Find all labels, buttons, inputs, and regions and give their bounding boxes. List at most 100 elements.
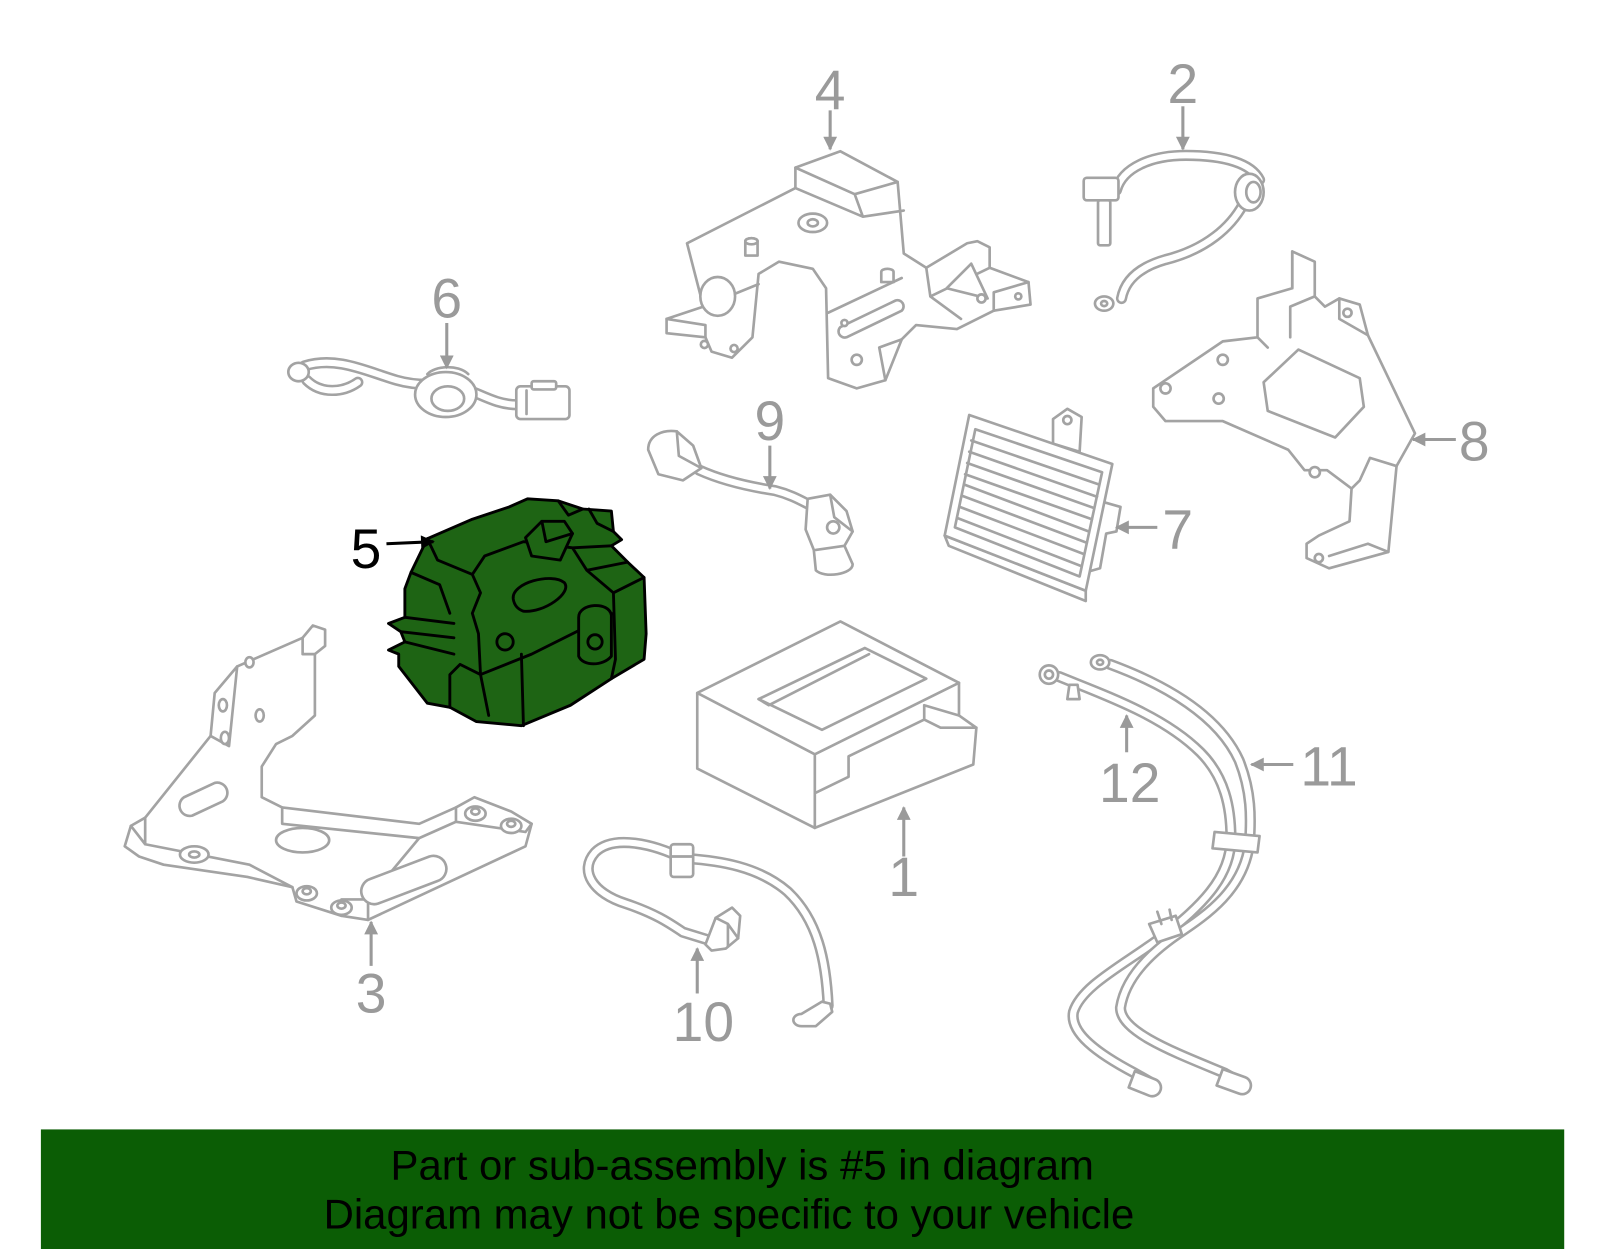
- part-3-hole: [217, 697, 229, 713]
- part-5-cap: [511, 577, 568, 613]
- part-11-cable-core: [1107, 661, 1254, 1085]
- part-11-clip-lower: [1147, 914, 1184, 944]
- part-4-hole: [699, 339, 710, 350]
- part-10-lead-core: [683, 855, 832, 1009]
- info-banner: Part or sub-assembly is #5 in diagram Di…: [40, 1129, 1565, 1249]
- part-3-hole: [219, 730, 231, 746]
- part-9-cable: [646, 429, 854, 577]
- part-2-cable-upper-core: [1113, 152, 1263, 194]
- part-2-connector: [1082, 176, 1120, 202]
- part-1-recess-edge: [757, 652, 871, 707]
- part-3-nut-center: [505, 819, 517, 829]
- part-12-bolt: [1066, 683, 1081, 701]
- info-banner-line-2: Diagram may not be specific to your vehi…: [324, 1191, 1135, 1238]
- callout-label-11: 11: [1300, 736, 1357, 798]
- part-4-boss-hole: [806, 217, 820, 228]
- callout-label-2: 2: [1168, 53, 1199, 115]
- part-12-cable-core: [1056, 673, 1234, 1085]
- part-3-nut-center: [469, 807, 481, 816]
- part-3-slot: [359, 854, 448, 906]
- part-9-connector-right-edge: [814, 493, 854, 552]
- part-12-ring-terminal-hole: [1043, 669, 1055, 680]
- part-4-slot: [837, 298, 905, 339]
- part-3-slot: [178, 781, 229, 818]
- part-4-large-hole: [698, 275, 737, 318]
- part-3-nut-center: [336, 901, 347, 910]
- part-7-tab-hole: [1061, 414, 1073, 426]
- part-12-end-terminal: [1127, 1069, 1163, 1098]
- part-4-stud-right: [879, 267, 895, 284]
- part-7-fins: [956, 439, 1101, 568]
- part-4-hole: [840, 318, 849, 328]
- part-1-module: [695, 620, 978, 830]
- part-6-loop-core: [303, 377, 361, 394]
- part-11-12-cables: [1038, 653, 1261, 1098]
- part-8-hole: [1216, 353, 1230, 367]
- part-10-connector: [704, 906, 742, 952]
- part-4-hole: [976, 293, 987, 304]
- part-11-ring-terminal-hole: [1095, 658, 1105, 667]
- callout-label-8: 8: [1459, 411, 1490, 473]
- part-3-large-hole: [274, 826, 331, 854]
- part-8-hole: [1313, 552, 1325, 564]
- callout-label-4: 4: [815, 59, 846, 121]
- part-8-detail-lines: [1256, 250, 1398, 558]
- part-10-connector-edge: [714, 916, 740, 948]
- part-5-mount-hole: [586, 633, 604, 651]
- part-9-connector-left: [646, 429, 703, 482]
- part-10-loop-core: [585, 839, 713, 944]
- part-9-connector-hole: [825, 519, 841, 535]
- part-9-connector-right: [804, 493, 854, 577]
- part-3-bracket: [123, 624, 533, 922]
- part-8-hole: [1212, 392, 1226, 406]
- part-6-connector-latch: [530, 379, 558, 391]
- callout-arrows: [364, 106, 1456, 994]
- part-5-outline: [387, 497, 648, 728]
- part-2-connector-post: [1096, 199, 1112, 247]
- part-4-hole: [1013, 292, 1023, 301]
- part-8-hole: [1159, 381, 1172, 395]
- part-4-hole: [729, 343, 739, 354]
- part-8-hole: [1342, 307, 1353, 319]
- callout-label-1: 1: [888, 846, 919, 908]
- part-11-end-terminal: [1215, 1067, 1253, 1096]
- part-10-lead-outline: [681, 852, 834, 1012]
- part-5-detail-lines: [399, 499, 646, 728]
- part-9-cable-core: [696, 467, 813, 508]
- part-6-connector: [514, 385, 571, 421]
- part-4-bracket: [665, 149, 1032, 390]
- part-8-bracket: [1151, 250, 1417, 570]
- part-11-clip-upper: [1211, 830, 1261, 854]
- part-4-stud-left-top: [743, 236, 759, 246]
- part-8-inner-panel: [1262, 348, 1366, 439]
- part-9-connector-left-edge: [675, 429, 703, 470]
- part-3-nut-center: [301, 886, 313, 896]
- part-1-edges: [695, 681, 978, 830]
- callout-arrow-5: [386, 535, 435, 550]
- part-2-cable-lower-core: [1118, 201, 1247, 302]
- part-10-clip: [669, 842, 695, 879]
- part-3-hole: [244, 655, 255, 669]
- callout-labels: 1 2 3 4 5 6 7 8 9 10 11 12: [351, 53, 1490, 1053]
- callout-label-12: 12: [1099, 752, 1160, 814]
- part-5-plug-edge: [540, 519, 574, 544]
- part-4-hole: [850, 353, 864, 367]
- part-12-cable-outline: [1053, 671, 1237, 1087]
- part-3-hole-center: [187, 850, 201, 859]
- callout-label-10: 10: [673, 991, 734, 1053]
- callout-label-5-highlighted: 5: [351, 518, 382, 580]
- part-8-hole: [1308, 465, 1322, 479]
- part-11-cable-outline: [1104, 658, 1256, 1087]
- part-1-top-recess: [757, 646, 928, 732]
- callout-label-7: 7: [1162, 498, 1193, 560]
- callout-label-6: 6: [431, 267, 462, 329]
- part-6-grommet-center: [430, 385, 466, 413]
- callout-label-3: 3: [356, 962, 387, 1024]
- part-2-cable: [1082, 149, 1266, 313]
- part-10-cable: [582, 836, 834, 1028]
- part-5-side-hole: [495, 632, 515, 652]
- part-10-ring-terminal: [792, 1000, 834, 1028]
- part-6-ring-terminal: [286, 361, 311, 383]
- part-2-ring-terminal-hole: [1099, 299, 1109, 308]
